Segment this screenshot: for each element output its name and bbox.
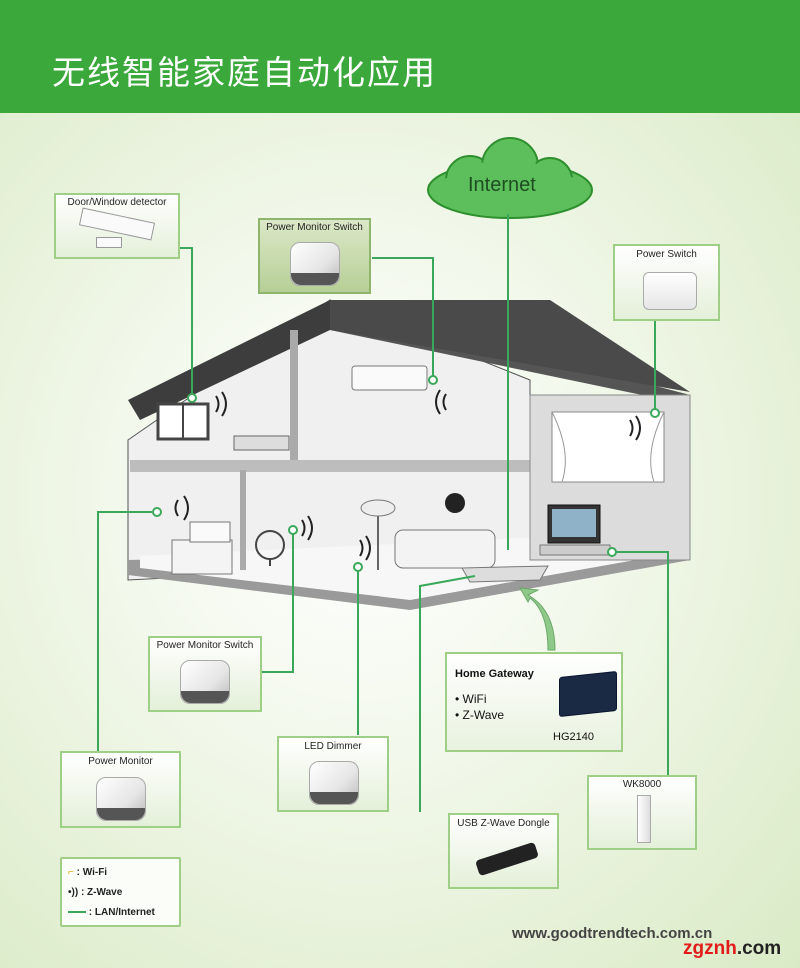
power-switch-label: Power Switch bbox=[636, 249, 697, 260]
power-monitor-switch-mid-image bbox=[180, 660, 230, 704]
page-title: 无线智能家庭自动化应用 bbox=[52, 53, 437, 92]
line-endpoint-dots bbox=[152, 375, 660, 572]
power-switch-box: Power Switch bbox=[613, 244, 720, 321]
legend-wifi: ⌐ : Wi-Fi bbox=[68, 867, 107, 878]
wk8000-image bbox=[637, 795, 651, 843]
website-url: www.goodtrendtech.com.cn bbox=[512, 925, 713, 942]
power-monitor-label: Power Monitor bbox=[88, 756, 153, 767]
usb-zwave-dongle-box: USB Z-Wave Dongle bbox=[448, 813, 559, 889]
zwave-icon: •)) bbox=[68, 887, 79, 898]
led-dimmer-label: LED Dimmer bbox=[304, 741, 362, 752]
door-window-detector-box: Door/Window detector bbox=[54, 193, 180, 259]
power-monitor-image bbox=[96, 777, 146, 821]
house bbox=[127, 299, 691, 610]
internet-label: Internet bbox=[468, 174, 536, 196]
power-monitor-switch-top-image bbox=[290, 242, 340, 286]
watermark-part2: .com bbox=[736, 938, 782, 959]
wk8000-label: WK8000 bbox=[622, 779, 662, 790]
legend-zwave-label: : Z-Wave bbox=[80, 887, 123, 898]
zwave-signal-marks bbox=[174, 389, 641, 561]
gateway-bullet-zwave: • Z-Wave bbox=[455, 708, 505, 722]
power-monitor-switch-mid-box: Power Monitor Switch bbox=[148, 636, 262, 712]
lan-lines bbox=[97, 214, 669, 812]
led-dimmer-box: LED Dimmer bbox=[277, 736, 389, 812]
legend-wifi-label: : Wi-Fi bbox=[76, 867, 108, 878]
wk8000-box: WK8000 bbox=[587, 775, 697, 850]
gateway-model: HG2140 bbox=[553, 731, 594, 743]
header-bar: 无线智能家庭自动化应用 bbox=[0, 0, 800, 113]
home-gateway-box: Home Gateway • WiFi • Z-Wave HG2140 bbox=[445, 652, 623, 752]
usb-dongle-image bbox=[475, 841, 539, 877]
door-window-magnet-image bbox=[96, 237, 122, 248]
legend-zwave: •)) : Z-Wave bbox=[68, 887, 122, 898]
legend: ⌐ : Wi-Fi •)) : Z-Wave : LAN/Internet bbox=[60, 857, 181, 927]
door-window-sensor-image bbox=[78, 207, 156, 241]
power-monitor-switch-top-label: Power Monitor Switch bbox=[266, 222, 363, 233]
watermark: zgznh.com bbox=[683, 938, 781, 960]
door-window-label: Door/Window detector bbox=[67, 197, 167, 208]
power-monitor-switch-mid-label: Power Monitor Switch bbox=[156, 640, 254, 651]
gateway-bullet-wifi: • WiFi bbox=[455, 692, 487, 706]
internet-cloud bbox=[427, 137, 593, 219]
power-monitor-box: Power Monitor bbox=[60, 751, 181, 828]
usb-zwave-dongle-label: USB Z-Wave Dongle bbox=[457, 818, 550, 829]
lan-line-icon bbox=[68, 911, 86, 914]
power-monitor-switch-top-box: Power Monitor Switch bbox=[258, 218, 371, 294]
wifi-icon: ⌐ bbox=[68, 867, 74, 878]
power-switch-image bbox=[643, 272, 697, 310]
gateway-router-image bbox=[559, 670, 617, 718]
led-dimmer-image bbox=[309, 761, 359, 805]
legend-lan: : LAN/Internet bbox=[68, 907, 155, 918]
watermark-part1: zgznh bbox=[683, 938, 737, 959]
legend-lan-label: : LAN/Internet bbox=[88, 907, 155, 918]
home-gateway-title: Home Gateway bbox=[455, 668, 534, 680]
gateway-arrow bbox=[519, 587, 556, 651]
